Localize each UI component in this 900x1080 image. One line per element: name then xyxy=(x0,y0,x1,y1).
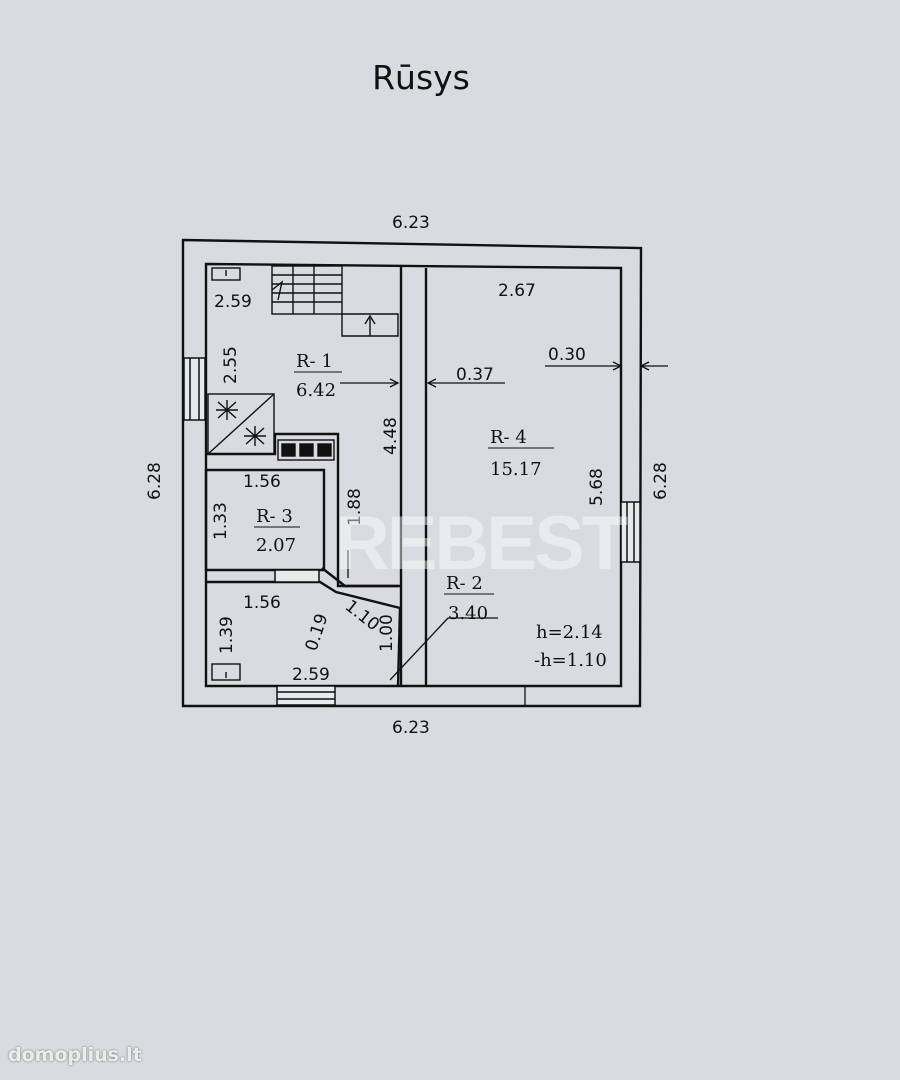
central-partition xyxy=(399,266,428,686)
boiler-icon xyxy=(207,393,275,455)
dim-r4-height: 5.68 xyxy=(587,468,607,506)
dim-r4-outer-wall: 0.30 xyxy=(548,345,586,365)
room-r2-area: 3.40 xyxy=(448,603,488,624)
room-r3-label: R- 3 xyxy=(256,506,293,527)
fan-icon xyxy=(216,400,238,420)
sink-icon xyxy=(211,663,241,681)
dim-passage-length: 1.88 xyxy=(345,488,365,526)
height-label: h=2.14 xyxy=(536,622,603,643)
fan-icon xyxy=(244,426,266,446)
dim-r3-width: 1.56 xyxy=(243,472,281,492)
window-bottom xyxy=(276,685,336,706)
room-r3-area: 2.07 xyxy=(256,535,296,556)
outer-wall-outline xyxy=(181,238,643,708)
dim-r3-height: 1.33 xyxy=(211,502,231,540)
door-r3 xyxy=(274,569,320,583)
dimension-lines xyxy=(340,361,668,706)
dim-r4-width: 2.67 xyxy=(498,281,536,301)
sink-icon xyxy=(211,267,241,281)
radiator-icon xyxy=(277,439,335,461)
room-r4-area: 15.17 xyxy=(490,459,542,480)
room-r2-label: R- 2 xyxy=(446,573,483,594)
room-r4-label: R- 4 xyxy=(490,427,527,448)
r2-diagonal-wall xyxy=(321,567,398,588)
dim-r1-depth: 4.48 xyxy=(381,417,401,455)
stairs xyxy=(271,265,399,337)
room-labels: R- 1 6.42 R- 2 3.40 R- 3 2.07 R- 4 15.17… xyxy=(254,351,607,671)
dim-r5-diag: 0.19 xyxy=(302,611,333,653)
dim-r5-bottom: 2.59 xyxy=(292,665,330,685)
dim-r1-height: 2.55 xyxy=(221,346,241,384)
dim-r5-height: 1.39 xyxy=(217,616,237,654)
walls xyxy=(181,238,643,708)
dim-left-overall: 6.28 xyxy=(145,462,165,500)
room-r1-area: 6.42 xyxy=(296,380,336,401)
source-watermark: domoplius.lt xyxy=(8,1044,142,1066)
dim-r4-wall: 0.37 xyxy=(456,365,494,385)
windows xyxy=(183,357,641,706)
dim-r2-depth: 1.00 xyxy=(377,614,397,652)
fixtures xyxy=(207,267,335,681)
room-r1-label: R- 1 xyxy=(296,351,333,372)
dim-top-overall: 6.23 xyxy=(392,213,430,233)
window-right xyxy=(620,501,641,563)
page-title: Rūsys xyxy=(372,58,470,97)
dim-bottom-overall: 6.23 xyxy=(392,718,430,738)
window-left xyxy=(183,357,206,421)
dim-r5-width: 1.56 xyxy=(243,593,281,613)
watermark: REBEST xyxy=(334,501,628,586)
dim-right-overall: 6.28 xyxy=(651,462,671,500)
minus-height-label: -h=1.10 xyxy=(534,650,607,671)
dim-stair-width: 2.59 xyxy=(214,292,252,312)
